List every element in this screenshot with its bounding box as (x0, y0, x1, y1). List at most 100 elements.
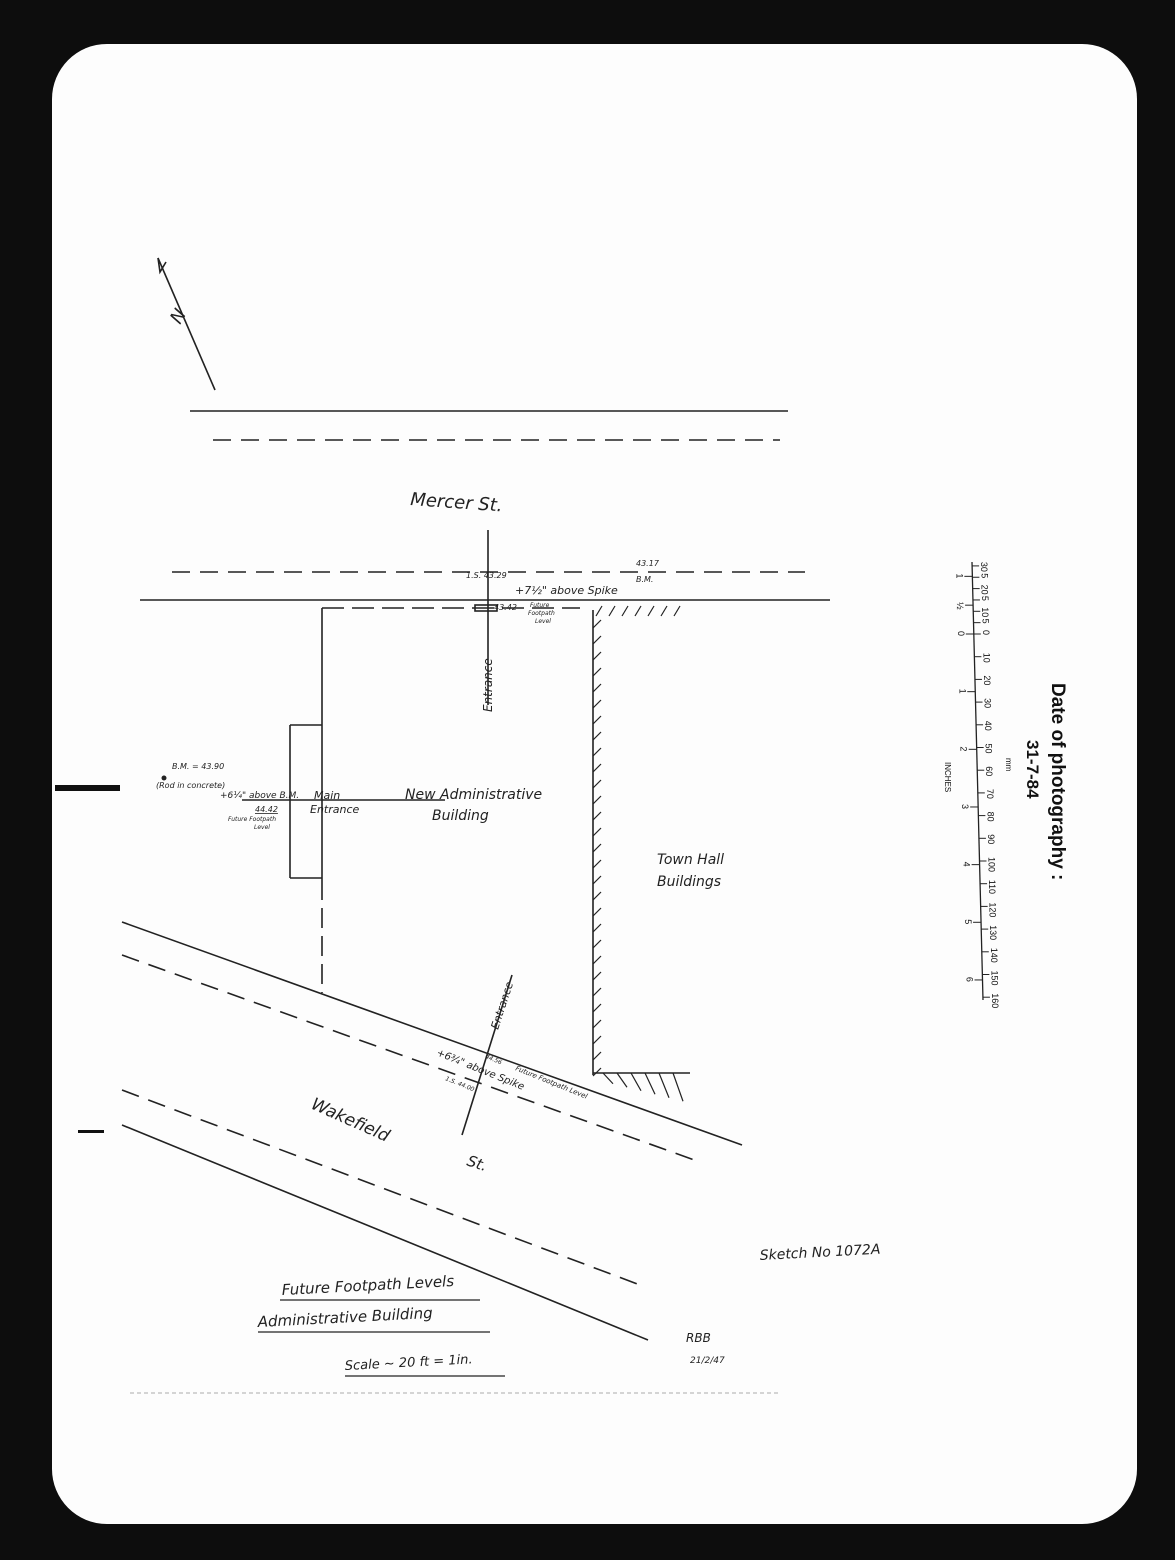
town-hall-hatching (592, 605, 684, 1102)
mm-tick-label: 5 (981, 619, 991, 624)
hatch-mark (592, 731, 602, 741)
bm-note: (Rod in concrete) (156, 781, 225, 790)
hatch-mark (592, 779, 602, 789)
hatch-mark (592, 907, 602, 917)
main-label: Main (314, 789, 340, 802)
hatch-mark (592, 1035, 602, 1045)
mm-tick-label: 100 (987, 857, 997, 872)
hatch-mark (592, 1051, 602, 1061)
hatch-mark (595, 605, 603, 617)
inch-tick-label: 3 (960, 804, 970, 809)
bm-value: 43.17 (636, 559, 660, 568)
hatch-mark (672, 1072, 684, 1102)
future-level: 44.42 (255, 805, 278, 814)
mm-tick-label: 10 (981, 653, 991, 663)
inch-tick-label: 6 (964, 977, 974, 982)
mm-tick-label: 30 (983, 698, 993, 708)
hatch-mark (592, 1019, 602, 1029)
is-level: 1.S. 43.29 (466, 571, 507, 580)
scale-ruler: mm INCHES 305205105010203040506070809010… (943, 562, 1013, 1008)
benchmark-dot (161, 775, 167, 781)
future-label: Level (535, 618, 551, 625)
future-label: Footpath (528, 610, 555, 617)
future-label: Future (530, 602, 550, 609)
paper-sheet (52, 44, 1137, 1524)
hatch-mark (592, 827, 602, 837)
street-label-st: St. (465, 1152, 490, 1175)
hatch-mark (602, 1072, 614, 1085)
mm-tick-label: 10 (980, 607, 990, 617)
hatch-mark (592, 987, 602, 997)
mm-tick-label: 5 (979, 573, 989, 578)
entrance-label: Entrance (310, 803, 360, 816)
inch-tick-label: 5 (963, 919, 973, 924)
hatch-mark (592, 635, 602, 645)
building-label: New Administrative (405, 787, 542, 803)
hatch-mark (630, 1072, 642, 1092)
north-arrow (157, 257, 216, 391)
inch-tick-label: 4 (962, 862, 972, 867)
photo-date-title: Date of photography : (1047, 683, 1068, 880)
mm-tick-label: 80 (985, 812, 995, 822)
street-line (121, 1124, 649, 1341)
hatch-mark (592, 875, 602, 885)
edge-mark (78, 1130, 104, 1133)
hatch-mark (592, 747, 602, 757)
hatch-mark (592, 843, 602, 853)
future-label: Level (254, 824, 270, 831)
mm-tick-label: 30 (979, 562, 989, 572)
hatch-mark (592, 971, 602, 981)
north-arrow-head (157, 257, 167, 275)
hatch-mark (592, 1003, 602, 1013)
hatch-mark (621, 605, 629, 617)
property-line (121, 921, 743, 1146)
entrance-axis (461, 974, 513, 1136)
above-bm-note: +6¼" above B.M. (220, 791, 299, 801)
hatch-mark (592, 955, 602, 965)
hatch-mark (592, 715, 602, 725)
hatch-mark (592, 891, 602, 901)
photo-date: 31-7-84 (1023, 740, 1042, 799)
hatch-mark (592, 763, 602, 773)
future-level: 43.42 (494, 603, 517, 612)
hatch-mark (592, 667, 602, 677)
hatch-mark (592, 651, 602, 661)
sketch-number: Sketch No 1072A (759, 1242, 880, 1264)
edge-mark (55, 785, 120, 791)
mm-tick-label: 5 (980, 596, 990, 601)
mm-tick-label: 60 (984, 766, 994, 776)
street-dashed-line (121, 1089, 641, 1286)
future-label: Future Footpath (228, 816, 276, 823)
hatch-mark (647, 605, 655, 617)
ruler-mm-label: mm (1004, 758, 1013, 772)
inch-tick-label: 1 (957, 689, 967, 694)
hatch-mark (592, 923, 602, 933)
sketch-date: 21/2/47 (690, 1356, 725, 1366)
inch-tick-label: 0 (956, 631, 966, 636)
inch-tick-label: 2 (959, 746, 969, 751)
hatch-mark (592, 699, 602, 709)
above-spike-note: +7½" above Spike (515, 584, 618, 597)
hatch-mark (592, 795, 602, 805)
mm-tick-label: 120 (988, 902, 998, 917)
mm-tick-label: 50 (984, 744, 994, 754)
mm-tick-label: 0 (981, 630, 991, 635)
building-label: Town Hall (657, 852, 724, 868)
mm-tick-label: 160 (990, 993, 1000, 1008)
hatch-mark (660, 605, 668, 617)
mm-tick-label: 40 (983, 721, 993, 731)
mm-tick-label: 140 (989, 948, 999, 963)
hatch-mark (644, 1072, 656, 1095)
hatch-mark (658, 1072, 670, 1098)
hatch-mark (608, 605, 616, 617)
inch-tick-label: 1 (954, 573, 964, 578)
mm-tick-label: 90 (986, 834, 996, 844)
mm-tick-label: 110 (987, 880, 997, 894)
mm-tick-label: 130 (988, 925, 998, 940)
building-label: Buildings (657, 874, 721, 890)
hatch-mark (592, 939, 602, 949)
mm-tick-label: 70 (985, 789, 995, 799)
inch-tick-label: ½ (955, 602, 965, 610)
hatch-mark (616, 1072, 628, 1088)
